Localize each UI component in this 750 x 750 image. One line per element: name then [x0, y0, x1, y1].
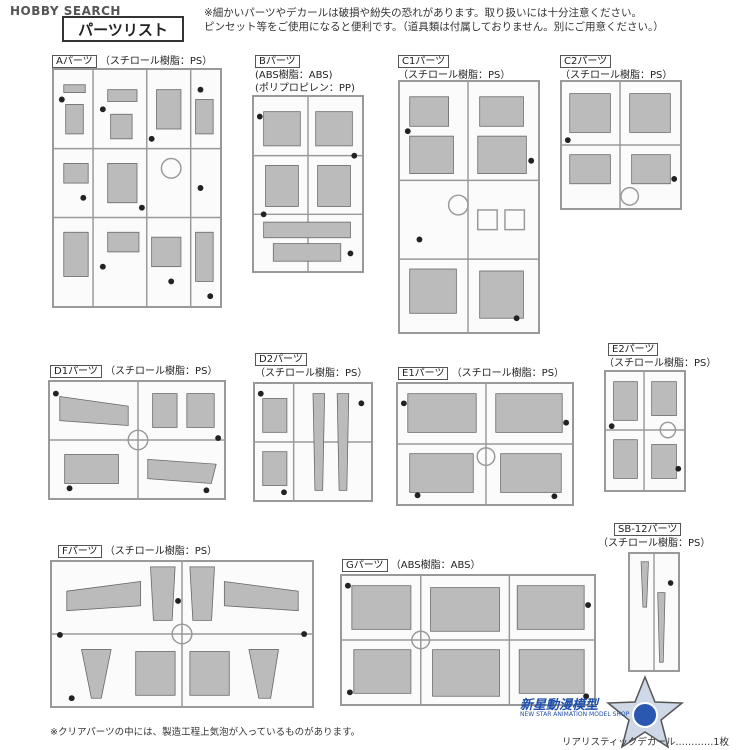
- parts-material-sb12: （スチロール樹脂：PS）: [598, 538, 711, 549]
- hobby-search-logo: HOBBY SEARCH: [10, 4, 121, 18]
- parts-material-b-2: (ポリプロピレン：PP): [255, 83, 355, 94]
- runner-c2: [560, 80, 682, 210]
- runner-a: [52, 68, 222, 308]
- parts-material-e1: （スチロール樹脂：PS）: [451, 368, 565, 379]
- label-e2-parts: E2パーツ: [608, 340, 659, 356]
- runner-b-parts-illustration: [254, 97, 362, 271]
- label-c2-parts: C2パーツ: [560, 52, 612, 68]
- label-d1-parts: D1パーツ （スチロール樹脂：PS）: [50, 362, 218, 378]
- parts-material-e2: （スチロール樹脂：PS）: [604, 358, 717, 369]
- parts-name-f: Fパーツ: [58, 545, 102, 558]
- parts-name-d2: D2パーツ: [255, 353, 307, 366]
- runner-g: [340, 574, 596, 706]
- parts-material-a: （スチロール樹脂：PS）: [99, 56, 213, 67]
- runner-c2-parts-illustration: [562, 82, 680, 208]
- clear-parts-note: ※クリアパーツの中には、製造工程上気泡が入っているものがあります。: [50, 727, 361, 738]
- star-logo: [605, 675, 685, 749]
- runner-d1: [48, 380, 226, 500]
- watermark-shop-name: 新星動漫模型: [520, 698, 599, 713]
- parts-name-g: Gパーツ: [342, 559, 388, 572]
- parts-name-e1: E1パーツ: [398, 367, 449, 380]
- parts-name-c2: C2パーツ: [560, 55, 612, 68]
- decal-note: リアリスティックデカール…………1枚: [562, 737, 729, 748]
- runner-e2-parts-illustration: [606, 372, 684, 490]
- runner-e1-parts-illustration: [398, 384, 572, 504]
- notice-text: ※細かいパーツやデカールは破損や紛失の恐れがあります。取り扱いには十分注意くださ…: [204, 6, 744, 34]
- runner-b: [252, 95, 364, 273]
- label-c1-parts: C1パーツ: [398, 52, 450, 68]
- parts-name-b: Bパーツ: [255, 55, 300, 68]
- parts-material-d1: （スチロール樹脂：PS）: [105, 366, 218, 377]
- watermark-shop-sub: NEW STAR ANIMATION MODEL SHOP: [520, 711, 630, 718]
- parts-name-d1: D1パーツ: [50, 365, 102, 378]
- runner-d1-parts-illustration: [50, 382, 224, 498]
- runner-d2-parts-illustration: [255, 384, 371, 500]
- parts-material-f: （スチロール樹脂：PS）: [104, 546, 218, 557]
- runner-f: [50, 560, 314, 708]
- parts-material-c1: （スチロール樹脂：PS）: [398, 70, 511, 81]
- parts-material-c2: （スチロール樹脂：PS）: [560, 70, 673, 81]
- runner-d2: [253, 382, 373, 502]
- label-g-parts: Gパーツ （ABS樹脂：ABS）: [342, 556, 481, 572]
- parts-material-b: (ABS樹脂：ABS): [255, 70, 333, 81]
- parts-name-a: Aパーツ: [52, 55, 97, 68]
- notice-line-1: ※細かいパーツやデカールは破損や紛失の恐れがあります。取り扱いには十分注意くださ…: [204, 7, 643, 19]
- parts-name-sb12: SB-12パーツ: [614, 523, 682, 536]
- page-title: パーツリスト: [62, 16, 184, 42]
- notice-line-2: ピンセット等をご使用になると便利です。（道具類は付属しておりません。別にご用意く…: [204, 21, 664, 33]
- runner-c1-parts-illustration: [400, 82, 538, 332]
- runner-f-parts-illustration: [52, 562, 312, 706]
- runner-sb12-parts-illustration: [640, 554, 674, 670]
- runner-a-parts-illustration: [54, 70, 220, 306]
- runner-g-parts-illustration: [342, 576, 594, 704]
- label-d2-parts: D2パーツ: [255, 350, 307, 366]
- parts-material-d2: （スチロール樹脂：PS）: [255, 368, 368, 379]
- label-a-parts: Aパーツ （スチロール樹脂：PS）: [52, 52, 213, 68]
- parts-material-g: （ABS樹脂：ABS）: [390, 560, 481, 571]
- runner-e1: [396, 382, 574, 506]
- parts-name-c1: C1パーツ: [398, 55, 450, 68]
- runner-sb12: [628, 552, 680, 672]
- label-e1-parts: E1パーツ （スチロール樹脂：PS）: [398, 364, 565, 380]
- label-sb12-parts: SB-12パーツ: [614, 520, 682, 536]
- runner-c1: [398, 80, 540, 334]
- label-f-parts: Fパーツ （スチロール樹脂：PS）: [58, 542, 218, 558]
- runner-e2: [604, 370, 686, 492]
- label-b-parts: Bパーツ: [255, 52, 300, 68]
- parts-name-e2: E2パーツ: [608, 343, 659, 356]
